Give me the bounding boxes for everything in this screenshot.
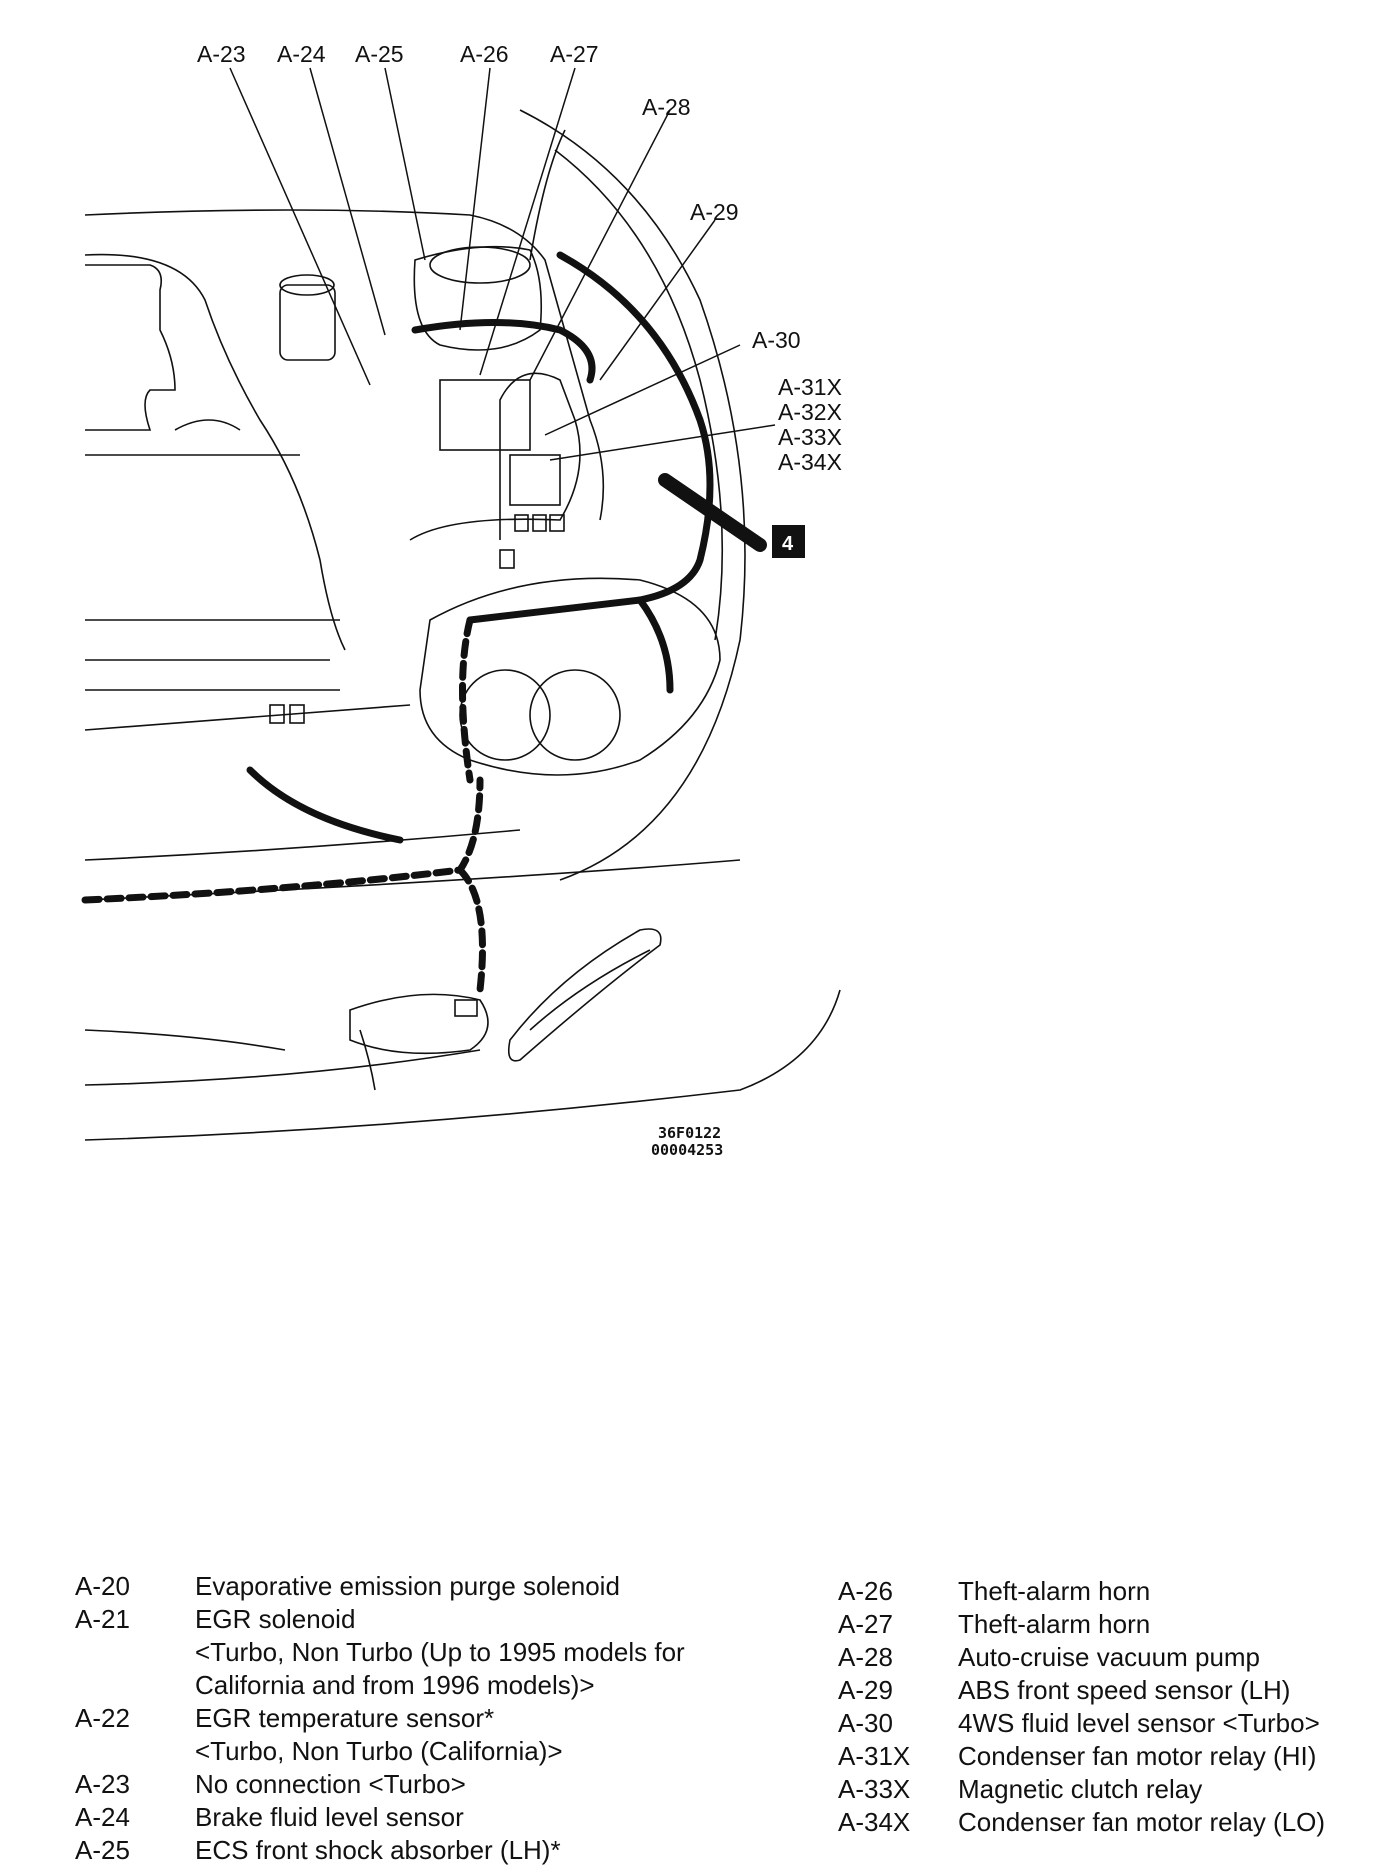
callout-a-23: A-23 bbox=[197, 41, 246, 67]
fender-outline bbox=[519, 109, 746, 881]
legend-entry: <Turbo, Non Turbo (Up to 1995 models for bbox=[75, 1636, 775, 1669]
grille-vent bbox=[507, 928, 662, 1062]
legend-code: A-31X bbox=[838, 1741, 911, 1771]
legend-code: A-20 bbox=[75, 1571, 130, 1601]
reservoir-outline bbox=[413, 245, 543, 351]
legend-description: <Turbo, Non Turbo (California)> bbox=[195, 1736, 563, 1766]
fender-inner-outline bbox=[554, 149, 724, 641]
legend-description: EGR temperature sensor* bbox=[195, 1703, 495, 1733]
legend-description: <Turbo, Non Turbo (Up to 1995 models for bbox=[195, 1637, 685, 1667]
legend-code: A-23 bbox=[75, 1769, 130, 1799]
legend-entry: A-29 ABS front speed sensor (LH) bbox=[838, 1674, 1378, 1707]
legend-code: A-22 bbox=[75, 1703, 130, 1733]
legend-entry: A-20 Evaporative emission purge solenoid bbox=[75, 1570, 775, 1603]
legend-code: A-27 bbox=[838, 1609, 893, 1639]
legend-description: ABS front speed sensor (LH) bbox=[958, 1675, 1291, 1705]
legend-code: A-29 bbox=[838, 1675, 893, 1705]
legend-description: California and from 1996 models)> bbox=[195, 1670, 595, 1700]
legend-entry: A-31X Condenser fan motor relay (HI) bbox=[838, 1740, 1378, 1773]
legend-code bbox=[75, 1735, 195, 1768]
legend-description: Auto-cruise vacuum pump bbox=[958, 1642, 1261, 1672]
windshield-line bbox=[84, 253, 346, 651]
legend-code: A-25 bbox=[75, 1835, 130, 1865]
legend-entry: A-30 4WS fluid level sensor <Turbo> bbox=[838, 1707, 1378, 1740]
callout-a-31x: A-31X bbox=[778, 374, 842, 400]
figure-code-2: 00004253 bbox=[651, 1141, 723, 1159]
legend-entry: A-34X Condenser fan motor relay (LO) bbox=[838, 1806, 1378, 1839]
legend-description: Condenser fan motor relay (LO) bbox=[958, 1807, 1326, 1837]
legend-description: Brake fluid level sensor bbox=[195, 1802, 464, 1832]
legend-entry: A-24 Brake fluid level sensor bbox=[75, 1801, 775, 1834]
legend-description: Theft-alarm horn bbox=[958, 1576, 1151, 1606]
legend-description: Condenser fan motor relay (HI) bbox=[958, 1741, 1317, 1771]
legend-code: A-24 bbox=[75, 1802, 130, 1832]
legend-description: Theft-alarm horn bbox=[958, 1609, 1151, 1639]
engine-cover bbox=[85, 264, 176, 431]
legend-description: Evaporative emission purge solenoid bbox=[195, 1571, 620, 1601]
legend-description: Magnetic clutch relay bbox=[958, 1774, 1203, 1804]
fog-lamp-housing bbox=[349, 993, 489, 1055]
vacuum-pump-box bbox=[439, 379, 531, 451]
bumper-top-line bbox=[84, 829, 521, 861]
callout-a-28: A-28 bbox=[642, 94, 691, 120]
reference-badge-label: 4 bbox=[782, 533, 794, 555]
callout-a-24: A-24 bbox=[277, 41, 326, 67]
callout-a-25: A-25 bbox=[355, 41, 404, 67]
callout-a-26: A-26 bbox=[460, 41, 509, 67]
legend-entry: A-28 Auto-cruise vacuum pump bbox=[838, 1641, 1378, 1674]
bumper-bottom-line bbox=[84, 989, 841, 1141]
legend-description: 4WS fluid level sensor <Turbo> bbox=[958, 1708, 1320, 1738]
legend-entry: A-21 EGR solenoid bbox=[75, 1603, 775, 1636]
callout-a-33x: A-33X bbox=[778, 424, 842, 450]
figure-code-1: 36F0122 bbox=[658, 1124, 721, 1142]
fluid-tank bbox=[279, 284, 336, 361]
legend-entry: A-33X Magnetic clutch relay bbox=[838, 1773, 1378, 1806]
callout-a-30: A-30 bbox=[752, 327, 801, 353]
callout-a-29: A-29 bbox=[690, 199, 739, 225]
relay-box-outline bbox=[409, 372, 581, 541]
legend-entry: A-25 ECS front shock absorber (LH)* bbox=[75, 1834, 775, 1867]
headlamp-left bbox=[459, 669, 551, 761]
legend-entry: A-22 EGR temperature sensor* bbox=[75, 1702, 775, 1735]
wiring-harness-branch bbox=[411, 319, 596, 384]
legend-code: A-30 bbox=[838, 1708, 893, 1738]
callout-a-27: A-27 bbox=[550, 41, 599, 67]
legend-entry: A-23 No connection <Turbo> bbox=[75, 1768, 775, 1801]
headlamp-right bbox=[529, 669, 621, 761]
legend-code: A-21 bbox=[75, 1604, 130, 1634]
legend-description: EGR solenoid bbox=[195, 1604, 356, 1634]
legend-entry: California and from 1996 models)> bbox=[75, 1669, 775, 1702]
relay-block bbox=[509, 454, 561, 506]
legend-code: A-33X bbox=[838, 1774, 911, 1804]
legend-code bbox=[75, 1669, 195, 1702]
legend-code: A-34X bbox=[838, 1807, 911, 1837]
callout-a-34x: A-34X bbox=[778, 449, 842, 475]
legend-description: ECS front shock absorber (LH)* bbox=[195, 1835, 561, 1865]
wiring-harness-lower bbox=[81, 776, 484, 904]
legend-description: No connection <Turbo> bbox=[195, 1769, 466, 1799]
legend-entry: <Turbo, Non Turbo (California)> bbox=[75, 1735, 775, 1768]
engine-bay-wiring-diagram: A-23 A-24 A-25 A-26 A-27 A-28 A-29 A-30 … bbox=[81, 41, 842, 1159]
reference-badge bbox=[772, 525, 805, 558]
hood-outline bbox=[84, 209, 605, 521]
wiring-harness-main bbox=[466, 251, 714, 624]
legend-entry: A-26 Theft-alarm horn bbox=[838, 1575, 1378, 1608]
callout-a-32x: A-32X bbox=[778, 399, 842, 425]
legend-code: A-28 bbox=[838, 1642, 893, 1672]
legend-code: A-26 bbox=[838, 1576, 893, 1606]
legend-entry: A-27 Theft-alarm horn bbox=[838, 1608, 1378, 1641]
legend-code bbox=[75, 1636, 195, 1669]
